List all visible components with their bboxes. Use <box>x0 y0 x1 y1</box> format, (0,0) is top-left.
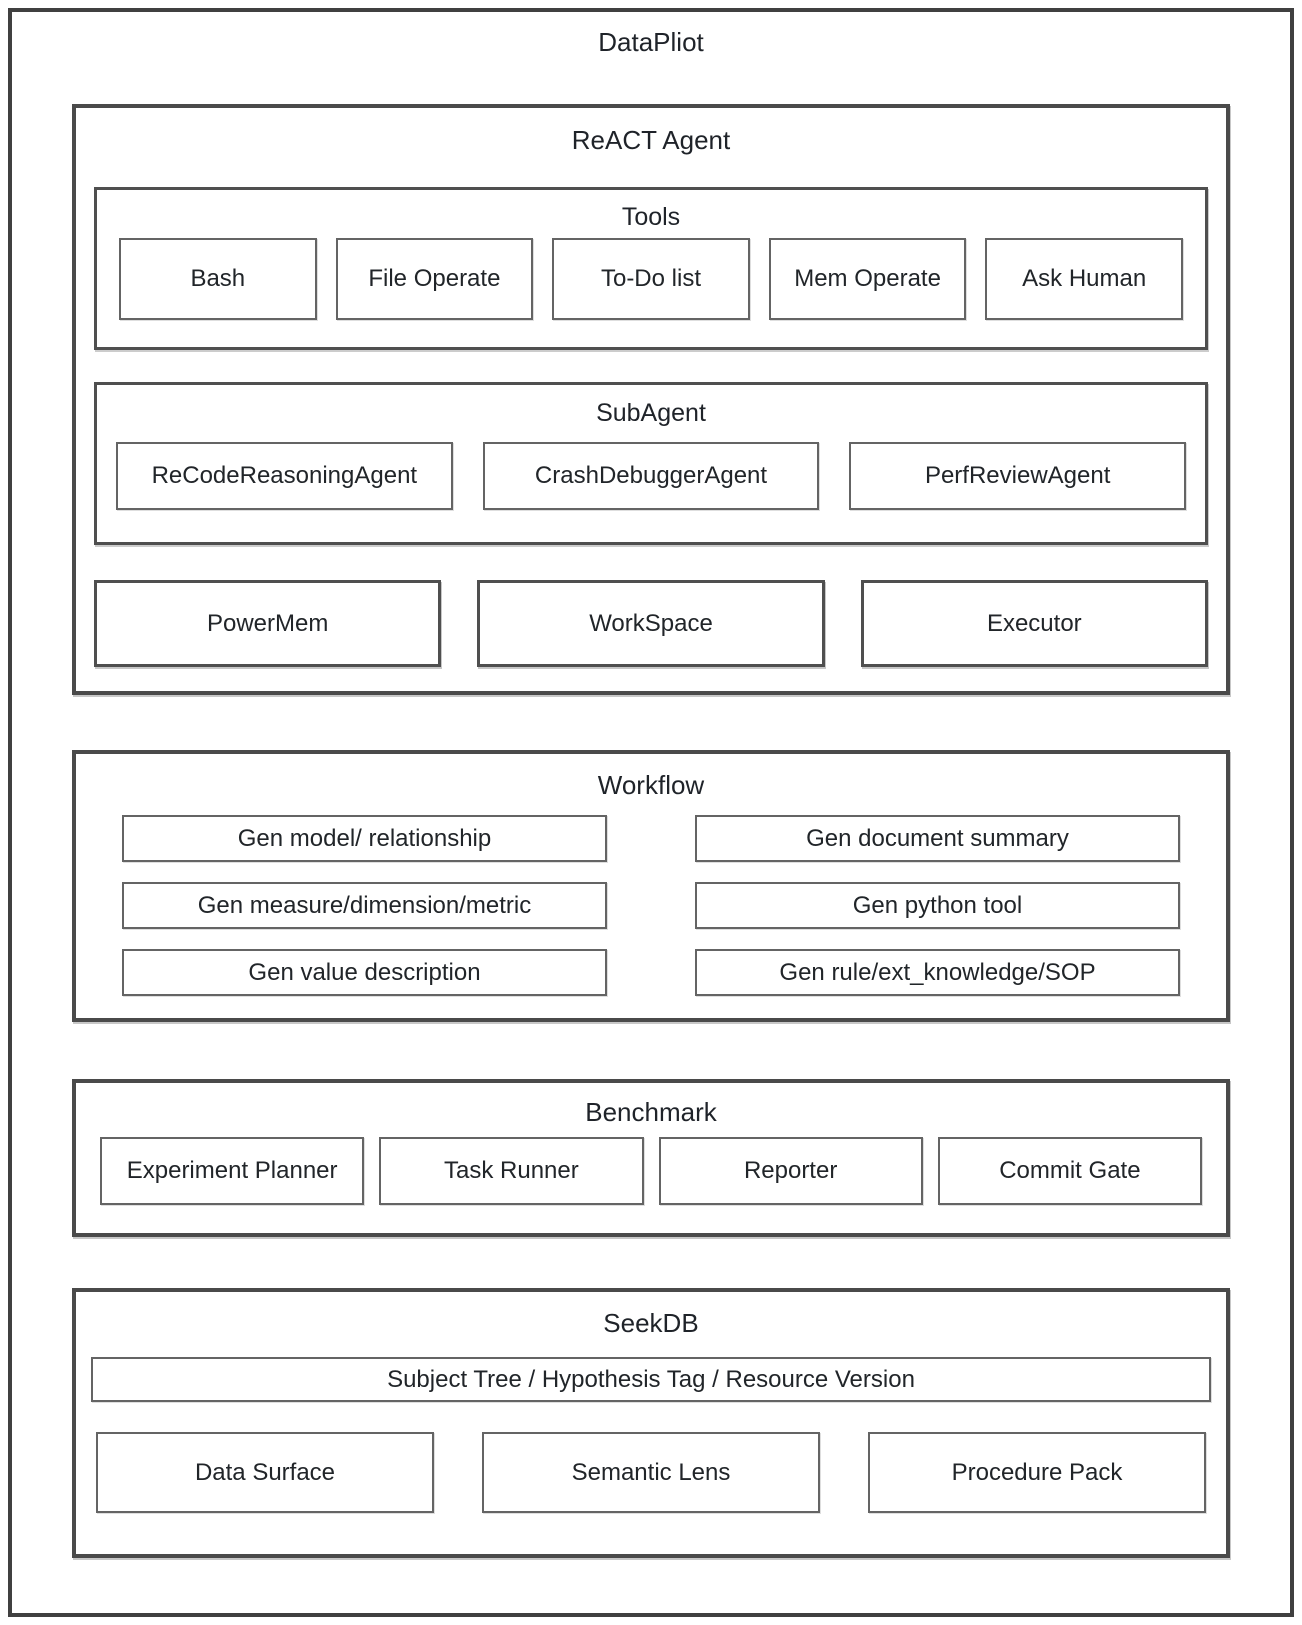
subagent-section: SubAgent ReCodeReasoningAgent CrashDebug… <box>94 382 1208 545</box>
dataplot-diagram-frame: DataPliot ReACT Agent Tools Bash File Op… <box>8 8 1294 1617</box>
seekdb-row: Data Surface Semantic Lens Procedure Pac… <box>96 1432 1206 1513</box>
tools-section: Tools Bash File Operate To-Do list Mem O… <box>94 187 1208 350</box>
seekdb-procedure-pack: Procedure Pack <box>868 1432 1206 1513</box>
workflow-gen-measure-dimension-metric: Gen measure/dimension/metric <box>122 882 607 929</box>
workflow-gen-value-description: Gen value description <box>122 949 607 996</box>
workflow-section: Workflow Gen model/ relationship Gen doc… <box>72 750 1230 1022</box>
benchmark-experiment-planner: Experiment Planner <box>100 1137 365 1205</box>
tool-mem-operate: Mem Operate <box>768 238 967 320</box>
subagent-label: SubAgent <box>596 399 706 427</box>
workflow-label: Workflow <box>597 770 705 800</box>
subagent-recode-reasoning: ReCodeReasoningAgent <box>116 442 453 510</box>
seekdb-label: SeekDB <box>603 1308 699 1338</box>
benchmark-reporter: Reporter <box>658 1137 923 1205</box>
benchmark-row: Experiment Planner Task Runner Reporter … <box>100 1137 1202 1205</box>
tool-ask-human: Ask Human <box>985 238 1183 320</box>
component-executor: Executor <box>860 580 1208 667</box>
seekdb-section: SeekDB Subject Tree / Hypothesis Tag / R… <box>72 1288 1230 1558</box>
subagent-perf-review: PerfReviewAgent <box>849 442 1187 510</box>
workflow-gen-rule-ext-knowledge-sop: Gen rule/ext_knowledge/SOP <box>695 949 1180 996</box>
benchmark-task-runner: Task Runner <box>379 1137 644 1205</box>
subagent-row: ReCodeReasoningAgent CrashDebuggerAgent … <box>116 442 1187 510</box>
benchmark-commit-gate: Commit Gate <box>937 1137 1202 1205</box>
tools-row: Bash File Operate To-Do list Mem Operate… <box>119 238 1183 320</box>
diagram-title: DataPliot <box>598 27 704 57</box>
tool-file-operate: File Operate <box>335 238 534 320</box>
seekdb-banner-subject-tree: Subject Tree / Hypothesis Tag / Resource… <box>91 1357 1211 1402</box>
seekdb-data-surface: Data Surface <box>96 1432 434 1513</box>
workflow-gen-document-summary: Gen document summary <box>695 815 1180 862</box>
react-agent-label: ReACT Agent <box>571 125 731 155</box>
benchmark-label: Benchmark <box>585 1097 717 1127</box>
subagent-crash-debugger: CrashDebuggerAgent <box>482 442 820 510</box>
seekdb-semantic-lens: Semantic Lens <box>482 1432 820 1513</box>
react-agent-section: ReACT Agent Tools Bash File Operate To-D… <box>72 104 1230 695</box>
agent-components-row: PowerMem WorkSpace Executor <box>94 580 1208 667</box>
component-powermem: PowerMem <box>94 580 442 667</box>
component-workspace: WorkSpace <box>477 580 825 667</box>
workflow-gen-python-tool: Gen python tool <box>695 882 1180 929</box>
benchmark-section: Benchmark Experiment Planner Task Runner… <box>72 1079 1230 1237</box>
tools-label: Tools <box>621 203 681 231</box>
tool-todo-list: To-Do list <box>552 238 750 320</box>
workflow-gen-model-relationship: Gen model/ relationship <box>122 815 607 862</box>
workflow-grid: Gen model/ relationship Gen document sum… <box>122 815 1180 996</box>
tool-bash: Bash <box>119 238 317 320</box>
